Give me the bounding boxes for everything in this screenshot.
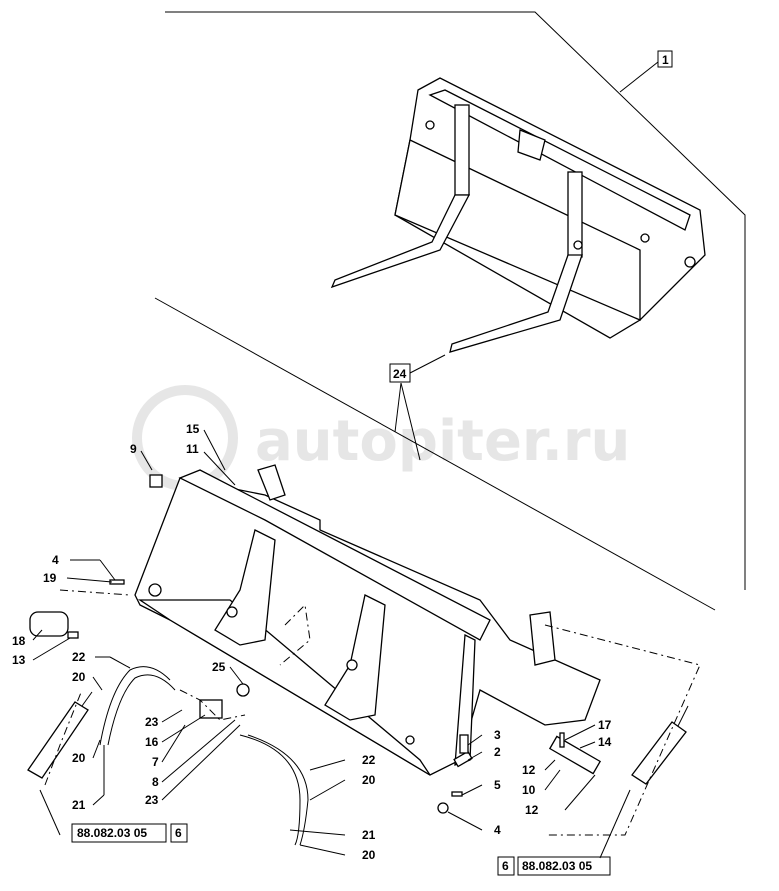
callout-25: 25 xyxy=(212,660,226,674)
washer-5 xyxy=(451,791,463,797)
callout-24-box xyxy=(389,363,411,383)
callout-4a: 4 xyxy=(52,553,59,567)
callout-24: 24 xyxy=(393,367,407,381)
ref-box-left[interactable]: 88.082.03 05 6 xyxy=(71,823,188,843)
small-parts xyxy=(29,474,602,814)
pin-14 xyxy=(548,735,602,775)
callout-20b: 20 xyxy=(72,751,86,765)
ref-box-right-code[interactable]: 88.082.03 05 xyxy=(522,859,592,873)
nut-4 xyxy=(437,802,449,814)
bolt-3 xyxy=(459,734,469,754)
callout-23b: 23 xyxy=(145,793,159,807)
callout-10: 10 xyxy=(522,783,536,797)
callouts: 1 24 15 11 9 4 19 18 13 22 20 25 23 16 7… xyxy=(12,50,673,862)
callout-21b: 21 xyxy=(362,828,376,842)
hoses xyxy=(99,666,309,846)
pin-2 xyxy=(453,750,473,768)
hydraulic-cylinders xyxy=(27,691,689,785)
watermark-text: autopiter.ru xyxy=(255,409,630,474)
callout-7: 7 xyxy=(152,755,159,769)
callout-22b: 22 xyxy=(362,753,376,767)
watermark-logo-icon xyxy=(132,385,238,491)
callout-21a: 21 xyxy=(72,798,86,812)
callout-1-box xyxy=(657,50,673,68)
wear-pad xyxy=(149,474,163,488)
callout-12a: 12 xyxy=(522,763,536,777)
watermark: autopiter.ru xyxy=(132,385,630,491)
callout-2: 2 xyxy=(494,745,501,759)
pallet-fork-assembly xyxy=(330,77,706,353)
ref-box-left-num: 6 xyxy=(175,826,182,840)
callout-5: 5 xyxy=(494,778,501,792)
callout-20d: 20 xyxy=(362,848,376,862)
bucket-assembly xyxy=(134,464,601,776)
callout-11: 11 xyxy=(186,442,199,456)
callout-18: 18 xyxy=(12,634,26,648)
ref-box-right-num: 6 xyxy=(502,859,509,873)
callout-19: 19 xyxy=(43,571,57,585)
callout-16: 16 xyxy=(145,735,159,749)
callout-20a: 20 xyxy=(72,670,86,684)
leader-lines xyxy=(32,61,659,859)
callout-9: 9 xyxy=(130,442,137,456)
bolt-19 xyxy=(109,579,125,585)
callout-22a: 22 xyxy=(72,650,86,664)
fitting-13 xyxy=(67,631,79,639)
callout-3: 3 xyxy=(494,728,501,742)
ref-box-right-frame[interactable] xyxy=(517,856,611,876)
callout-12b: 12 xyxy=(525,803,539,817)
frame-lines xyxy=(154,11,746,611)
valve-block-16 xyxy=(199,699,223,719)
ref-box-left-code[interactable]: 88.082.03 05 xyxy=(77,826,147,840)
callout-8: 8 xyxy=(152,775,159,789)
callout-1: 1 xyxy=(662,53,669,67)
fitting-25 xyxy=(236,683,250,697)
clip-17 xyxy=(559,732,565,748)
cylinder-left xyxy=(27,701,89,779)
callout-23a: 23 xyxy=(145,715,159,729)
callout-20c: 20 xyxy=(362,773,376,787)
cylinder-right xyxy=(631,721,687,785)
ref-box-left-frame[interactable] xyxy=(71,823,167,843)
ref-box-right-num-frame xyxy=(497,856,515,876)
callout-15: 15 xyxy=(186,422,200,436)
callout-17: 17 xyxy=(598,718,612,732)
ref-box-right[interactable]: 6 88.082.03 05 xyxy=(497,856,611,876)
dash-lines xyxy=(44,589,701,836)
roller-18 xyxy=(29,611,69,637)
ref-box-left-num-frame xyxy=(170,823,188,843)
callout-4b: 4 xyxy=(494,823,501,837)
callout-13: 13 xyxy=(12,653,26,667)
callout-14: 14 xyxy=(598,735,612,749)
